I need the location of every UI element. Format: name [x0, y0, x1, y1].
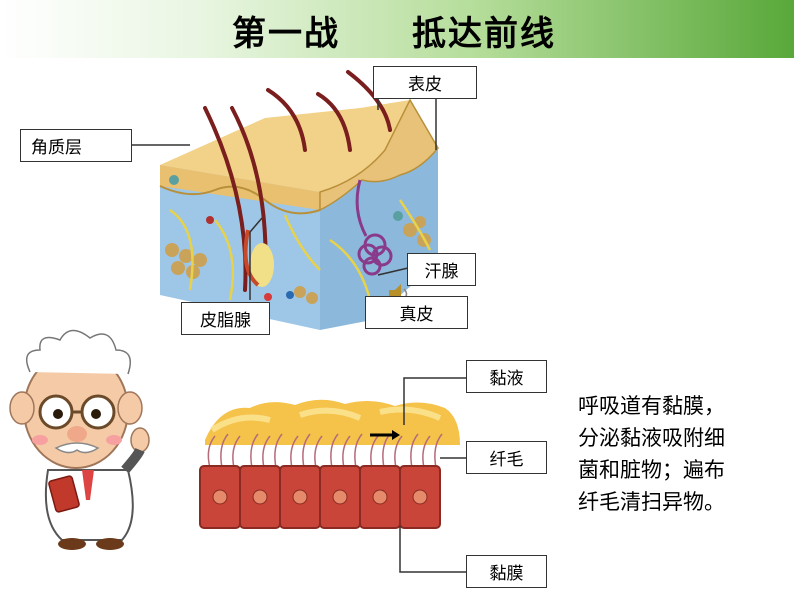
- description-line: 纤毛清扫异物。: [578, 486, 778, 518]
- label-stratum-corneum: 角质层: [20, 129, 132, 162]
- description-text: 呼吸道有黏膜， 分泌黏液吸附细 菌和脏物；遍布 纤毛清扫异物。: [578, 390, 778, 518]
- label-sebaceous-gland: 皮脂腺: [181, 302, 270, 335]
- label-epidermis: 表皮: [373, 66, 477, 99]
- description-line: 菌和脏物；遍布: [578, 454, 778, 486]
- epithelial-cells: [200, 466, 440, 528]
- skin-cross-section: [160, 72, 438, 330]
- description-line: 呼吸道有黏膜，: [578, 390, 778, 422]
- label-dermis: 真皮: [365, 296, 468, 329]
- description-line: 分泌黏液吸附细: [578, 422, 778, 454]
- mucosa-diagram: [200, 400, 460, 528]
- label-cilia: 纤毛: [466, 441, 547, 474]
- label-sweat-gland: 汗腺: [407, 253, 476, 286]
- doctor-character: [10, 330, 149, 550]
- label-mucous-membrane: 黏膜: [466, 555, 547, 588]
- label-mucus: 黏液: [466, 360, 547, 393]
